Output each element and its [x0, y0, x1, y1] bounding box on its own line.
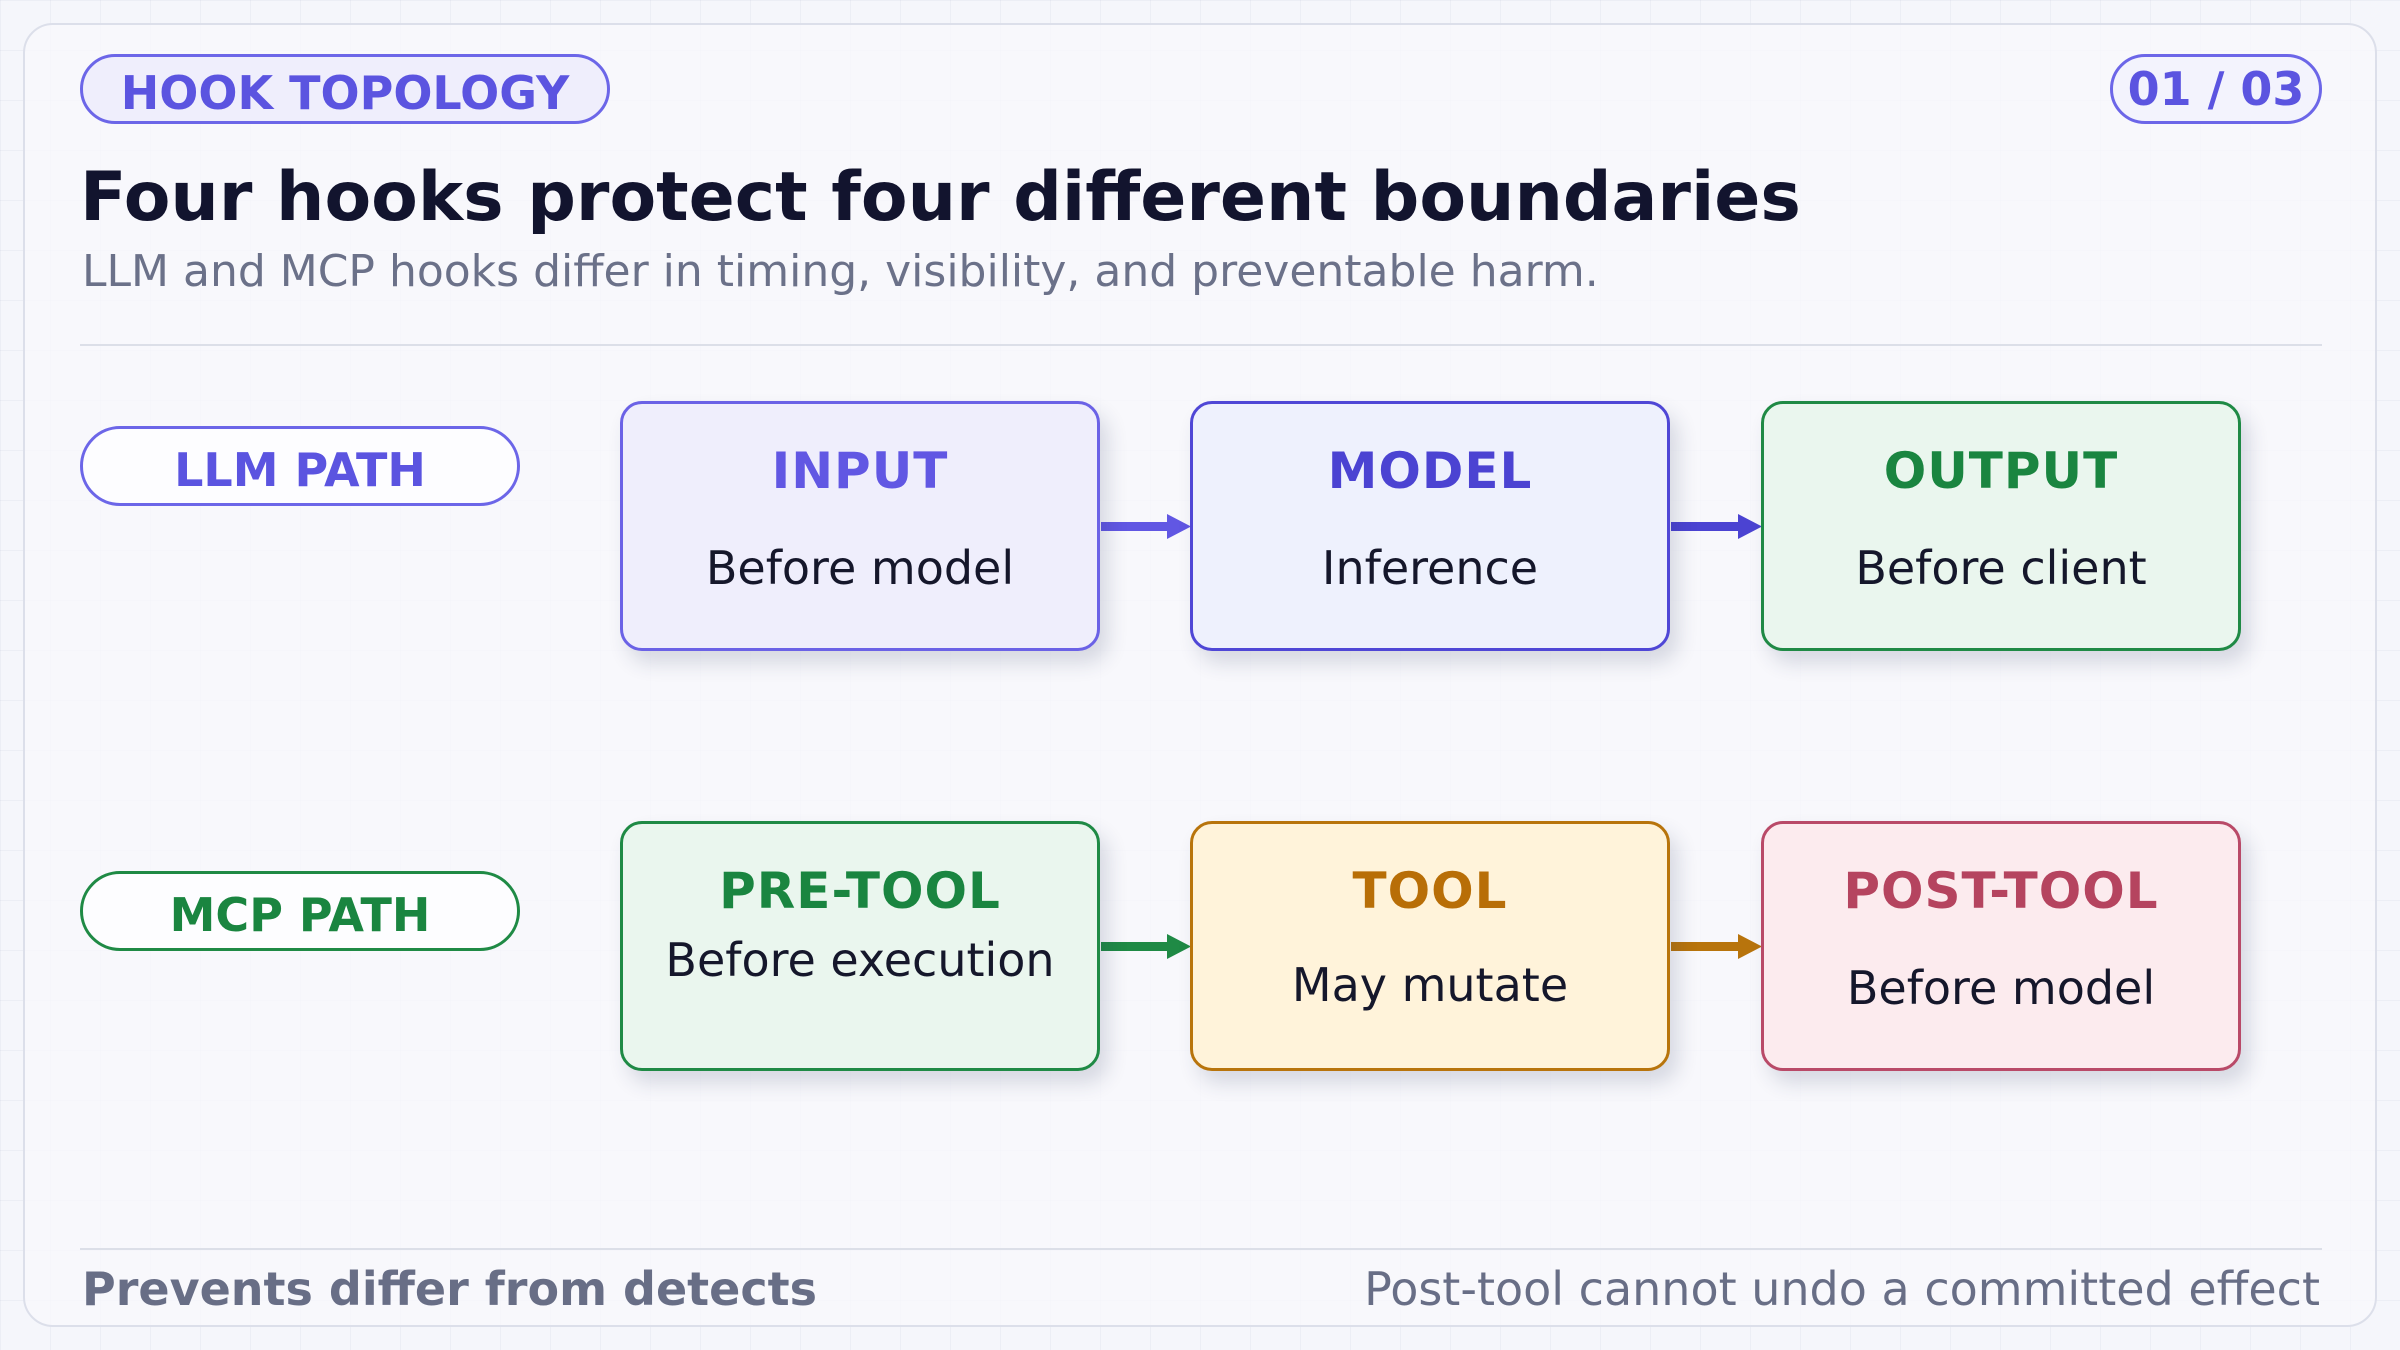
node-input-desc: Before model	[705, 541, 1015, 595]
llm-path-label: LLM PATH	[80, 426, 520, 506]
node-pre-tool: PRE-TOOL Before execution	[620, 821, 1100, 1071]
node-model-desc: Inference	[1321, 541, 1539, 595]
page-title: Four hooks protect four different bounda…	[80, 158, 1801, 237]
arrow-model-to-output	[1671, 514, 1762, 539]
node-post-tool-desc: Before model	[1846, 961, 2156, 1015]
node-pre-tool-title: PRE-TOOL	[719, 862, 1001, 920]
node-input-title: INPUT	[771, 442, 949, 500]
section-tag: HOOK TOPOLOGY	[80, 54, 610, 124]
page-subtitle: LLM and MCP hooks differ in timing, visi…	[82, 246, 1599, 297]
node-model-title: MODEL	[1327, 442, 1533, 500]
node-output-desc: Before client	[1855, 541, 2147, 595]
page-indicator: 01 / 03	[2110, 54, 2322, 124]
node-post-tool-title: POST-TOOL	[1843, 862, 2159, 920]
node-tool: TOOL May mutate	[1190, 821, 1670, 1071]
arrow-input-to-model	[1101, 514, 1191, 539]
node-output-title: OUTPUT	[1883, 442, 2119, 500]
node-tool-desc: May mutate	[1291, 958, 1569, 1012]
node-output: OUTPUT Before client	[1761, 401, 2241, 651]
arrow-tool-to-posttool	[1671, 934, 1762, 959]
slide-card	[23, 23, 2377, 1327]
footer-caption-left: Prevents differ from detects	[82, 1262, 817, 1316]
node-pre-tool-desc: Before execution	[665, 933, 1055, 987]
footer-divider	[80, 1248, 2322, 1250]
node-model: MODEL Inference	[1190, 401, 1670, 651]
arrow-pretool-to-tool	[1101, 934, 1191, 959]
node-input: INPUT Before model	[620, 401, 1100, 651]
header-divider	[80, 344, 2322, 346]
footer-caption-right: Post-tool cannot undo a committed effect	[1364, 1262, 2320, 1316]
node-post-tool: POST-TOOL Before model	[1761, 821, 2241, 1071]
node-tool-title: TOOL	[1352, 862, 1508, 920]
mcp-path-label: MCP PATH	[80, 871, 520, 951]
